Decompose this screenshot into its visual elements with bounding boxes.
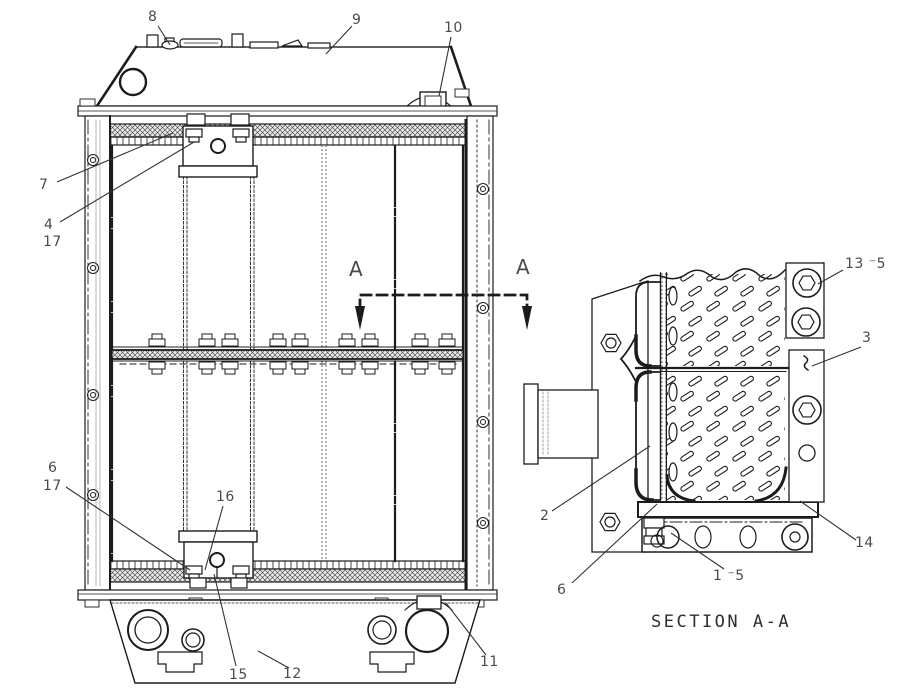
- section-view-leaders: [551, 269, 862, 584]
- section-cut-letter-left: A: [349, 257, 363, 281]
- section-view-drawing: [523, 262, 825, 553]
- callout-15: 15: [229, 667, 248, 683]
- callout-1-5: 1 ⁻5: [713, 568, 745, 584]
- callout-4: 4: [44, 217, 54, 233]
- callout-16: 16: [216, 489, 235, 505]
- callout-2: 2: [540, 508, 550, 524]
- callout-6-section: 6: [557, 582, 567, 598]
- callout-3: 3: [862, 330, 872, 346]
- callout-10: 10: [444, 20, 463, 36]
- callout-6: 6: [48, 460, 58, 476]
- callout-12: 12: [283, 666, 302, 682]
- callout-9: 9: [352, 12, 362, 28]
- callout-17-upper: 17: [43, 234, 62, 250]
- callout-13-5: 13 ⁻5: [845, 256, 887, 272]
- callout-11: 11: [480, 654, 499, 670]
- section-title: SECTION A-A: [651, 612, 792, 632]
- front-view-leaders: [56, 25, 487, 669]
- callout-7: 7: [39, 177, 49, 193]
- callout-8: 8: [148, 9, 158, 25]
- section-cut-letter-right: A: [516, 255, 530, 279]
- callout-17-lower: 17: [43, 478, 62, 494]
- callout-14: 14: [855, 535, 874, 551]
- front-view-drawing: [77, 33, 532, 684]
